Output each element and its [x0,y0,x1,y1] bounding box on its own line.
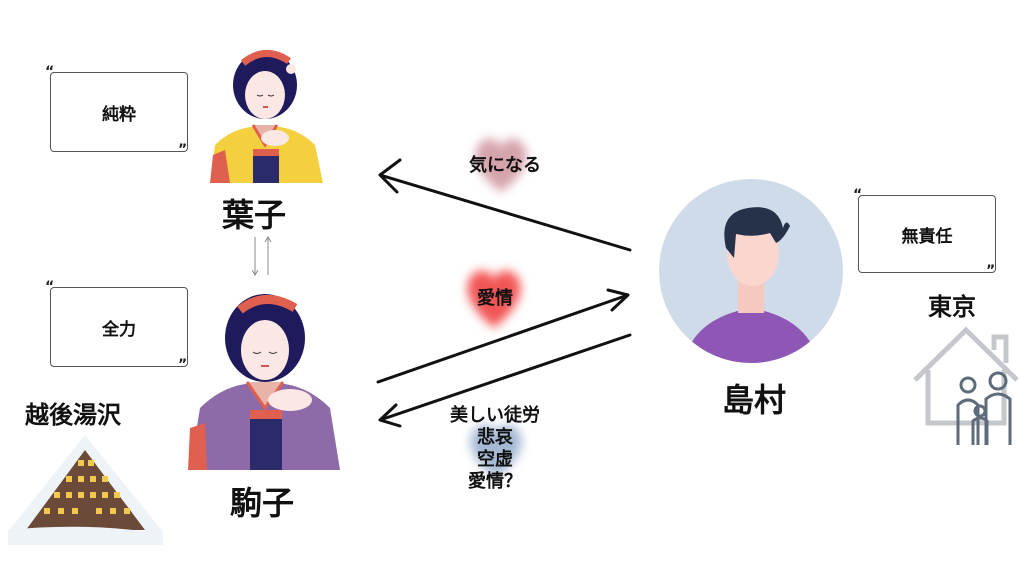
label-shimamura-feelings: 美しい徒労 悲哀 空虚 愛情？ [430,405,560,493]
arrow-shimamura-to-komako [378,333,632,428]
trait-yoko: 純粋 [102,104,136,125]
quote-close-icon: ” [178,142,188,158]
trait-box-shimamura: 無責任 [858,195,996,273]
quote-close-icon: ” [986,263,996,279]
place-echigo-yuzawa: 越後湯沢 [25,400,121,429]
trait-komako: 全力 [102,319,136,340]
heart-pink-icon [475,138,527,192]
feeling-2: 悲哀 [477,427,513,448]
heart-red-icon [467,270,521,328]
feeling-4: 愛情？ [468,471,522,492]
quote-open-icon: “ [853,187,863,203]
yoko-komako-arrows [251,236,272,276]
yoko-illustration [210,50,323,183]
trait-box-yoko: 純粋 [50,72,188,152]
label-kininaru: 気になる [469,155,541,176]
quote-open-icon: “ [45,279,55,295]
place-tokyo: 東京 [928,292,976,321]
arrow-komako-to-shimamura [376,288,630,384]
komako-illustration [188,294,340,470]
name-komako: 駒子 [230,484,295,522]
shimamura-avatar [659,179,843,363]
trait-shimamura: 無責任 [901,226,953,247]
family-house-icon [913,326,1019,445]
feeling-1: 美しい徒労 [450,405,540,426]
quote-close-icon: ” [178,357,188,373]
snow-house-illustration [8,435,163,545]
arrow-shimamura-to-yoko [378,158,632,252]
label-aijou: 愛情 [477,288,513,309]
heart-blue-icon [470,424,522,478]
quote-open-icon: “ [45,64,55,80]
name-shimamura: 島村 [722,381,787,419]
trait-box-komako: 全力 [50,287,188,367]
feeling-3: 空虚 [477,449,513,470]
name-yoko: 葉子 [222,196,287,234]
